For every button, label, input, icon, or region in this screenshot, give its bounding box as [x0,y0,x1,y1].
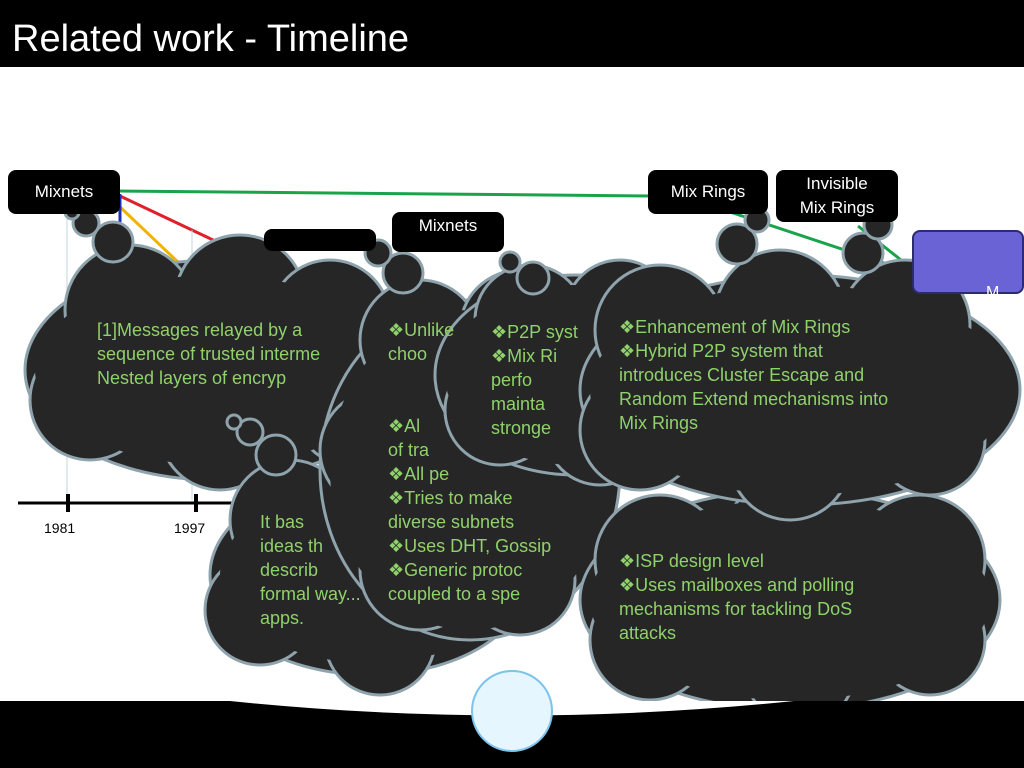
callout-1-line: sequence of trusted interme [97,344,321,364]
callout-4-line: ❖Mix Ri [491,346,558,366]
slide-title: Related work - Timeline [12,18,410,60]
callout-5-line: Mix Rings [619,413,699,433]
callout-6-line: ❖Uses mailboxes and polling [619,575,855,595]
callout-5-line: ❖Enhancement of Mix Rings [619,317,851,337]
box-invisible-mix-rings: Invisible Mix Rings [776,170,898,222]
box-invisible-line1: Invisible [806,174,868,193]
callout-text-3: ❖Unlike choo ❖Al of tra ❖All pe ❖Tries t… [388,318,551,606]
callout-3-line: ❖Generic protoc [388,560,523,580]
year-label-1997: 1997 [174,520,206,536]
connector-mixnets-yellow [116,203,182,266]
callout-text-4: ❖P2P syst ❖Mix Ri perfo mainta stronge [491,320,578,440]
callout-3-line: ❖Uses DHT, Gossip [388,536,552,556]
box-mix-rings: Mix Rings [648,170,768,214]
callout-4-line: ❖P2P syst [491,322,578,342]
connector-mixnets-mixrings [117,189,653,198]
box-dark-partial [264,229,376,251]
callout-2-line: It bas [260,512,305,532]
callout-6-line: mechanisms for tackling DoS [619,599,853,619]
box-mixnets-partial: Mixnets [392,212,504,252]
box-mixnets: Mixnets [8,170,120,214]
callout-2-line: ideas th [260,536,324,556]
callout-2-line: describ [260,560,319,580]
connector-mixnets-red [119,194,231,250]
callout-4-line: perfo [491,370,533,390]
callout-5-line: introduces Cluster Escape and [619,365,865,385]
callout-2-line: apps. [260,608,305,628]
year-label-1981: 1981 [44,520,76,536]
box-mixnets-partial-label: Mixnets [418,216,478,235]
title-bar: Related work - Timeline [0,0,1024,67]
callout-4-line: mainta [491,394,546,414]
callout-5-line: ❖Hybrid P2P system that [619,341,823,361]
callout-text-1: [1]Messages relayed by a sequence of tru… [97,318,320,390]
bottom-bar [0,701,1024,768]
callout-text-2: It bas ideas th describ formal way... ap… [260,510,361,630]
callout-cloud-5 [578,206,1022,522]
box-mixnets-label: Mixnets [34,182,94,201]
box-mix-rings-label: Mix Rings [670,182,746,201]
callout-text-5: ❖Enhancement of Mix Rings ❖Hybrid P2P sy… [619,315,888,435]
callout-3-line: ❖Tries to make [388,488,513,508]
callout-4-line: stronge [491,418,552,438]
callout-text-6: ❖ISP design level ❖Uses mailboxes and po… [619,549,854,645]
callout-3-line: ❖Al [388,416,421,436]
callout-1-line: [1]Messages relayed by a [97,320,303,340]
callout-3-line: coupled to a spe [388,584,521,604]
callout-3-line: ❖Unlike [388,320,455,340]
callout-3-line: ❖All pe [388,464,450,484]
callout-6-line: attacks [619,623,677,643]
callout-3-line: of tra [388,440,430,460]
callout-3-line: choo [388,344,428,364]
callout-3-line: diverse subnets [388,512,515,532]
box-purple-label: M [986,284,1000,301]
box-invisible-line2: Mix Rings [799,198,875,217]
callout-5-line: Random Extend mechanisms into [619,389,889,409]
callout-6-line: ❖ISP design level [619,551,764,571]
box-purple-partial: M [912,230,1024,301]
callout-1-line: Nested layers of encryp [97,368,287,388]
callout-2-line: formal way... [260,584,361,604]
